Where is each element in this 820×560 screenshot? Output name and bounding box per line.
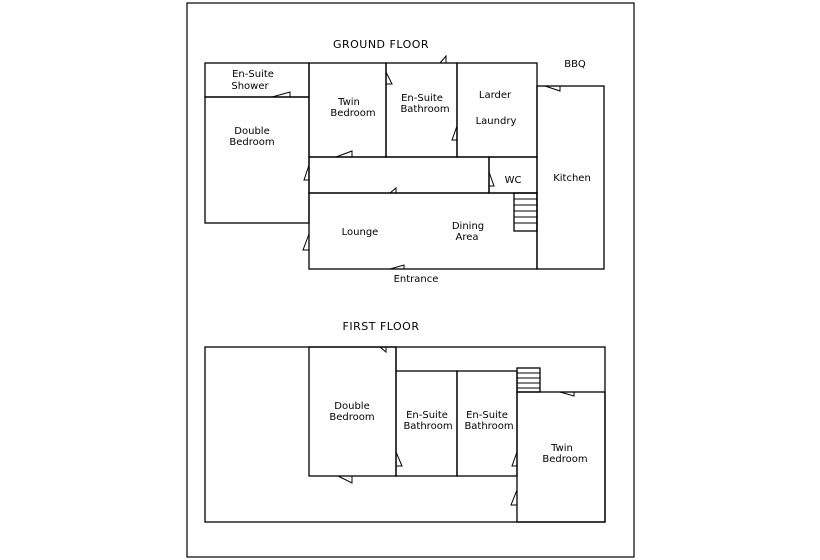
ensuite-bathroom-label-2: Bathroom: [400, 104, 449, 115]
ff-double-bedroom-label-2: Bedroom: [329, 412, 374, 423]
wc-label: WC: [505, 175, 522, 186]
ff-door-ensuite-1: [395, 451, 403, 467]
kitchen-label: Kitchen: [553, 173, 591, 184]
larder-label: Larder: [479, 90, 512, 101]
door-double-bedroom: [303, 164, 310, 181]
door-kitchen: [544, 85, 561, 92]
ff-ensuite-bathroom-1-label-2: Bathroom: [403, 421, 452, 432]
first-floor-title: FIRST FLOOR: [343, 320, 420, 333]
ff-door-twin-side: [510, 489, 518, 506]
ff-door-double-bottom: [337, 475, 353, 484]
ff-door-ensuite-2: [511, 451, 518, 467]
entrance-label: Entrance: [394, 274, 439, 285]
larder-laundry-room: [456, 62, 538, 158]
first-stairs: [516, 367, 541, 393]
double-bedroom-label-1: Double: [234, 126, 269, 137]
ensuite-shower-label-2: Shower: [231, 81, 269, 92]
door-entrance: [389, 264, 405, 270]
ff-twin-bedroom-label-2: Bedroom: [542, 454, 587, 465]
door-ensuite-bathroom: [385, 71, 393, 85]
laundry-label: Laundry: [476, 116, 517, 127]
door-larder: [451, 125, 458, 141]
ff-door-double-top: [379, 346, 387, 354]
dining-area-label-1: Dining: [452, 221, 484, 232]
ff-door-twin-top: [559, 391, 575, 397]
ff-double-bedroom-label-1: Double: [334, 401, 369, 412]
door-ensuite-shower: [271, 91, 291, 98]
corridor: [308, 156, 490, 194]
double-bedroom-label-2: Bedroom: [229, 137, 274, 148]
kitchen-room: [536, 85, 605, 270]
door-corridor-lounge: [389, 186, 397, 194]
ground-stairs: [513, 192, 538, 232]
twin-bedroom-label-2: Bedroom: [330, 108, 375, 119]
twin-bedroom-label-1: Twin: [337, 97, 360, 108]
door-twin-bedroom: [335, 150, 353, 158]
ff-twin-bedroom-label-1: Twin: [550, 443, 573, 454]
lounge-label: Lounge: [342, 227, 379, 238]
door-wc: [488, 171, 495, 187]
first-floor-outline: [204, 346, 606, 523]
door-ensuite-bathroom-2: [439, 54, 447, 64]
door-lounge: [302, 233, 310, 251]
ff-ensuite-bathroom-2-label-2: Bathroom: [464, 421, 513, 432]
first-floor: FIRST FLOOR Double Bedroom En-Suite Bath…: [204, 320, 606, 523]
ff-ensuite-bathroom-1-label-1: En-Suite: [406, 410, 448, 421]
double-bedroom-room: [204, 96, 310, 224]
page-frame: [186, 2, 635, 558]
ff-ensuite-bathroom-2-label-1: En-Suite: [466, 410, 508, 421]
bbq-label: BBQ: [564, 59, 586, 70]
ground-floor-title: GROUND FLOOR: [333, 38, 429, 51]
ensuite-bathroom-label-1: En-Suite: [401, 93, 443, 104]
ensuite-shower-label-1: En-Suite: [232, 69, 274, 80]
dining-area-label-2: Area: [455, 232, 478, 243]
ground-floor: GROUND FLOOR BBQ: [204, 38, 605, 285]
